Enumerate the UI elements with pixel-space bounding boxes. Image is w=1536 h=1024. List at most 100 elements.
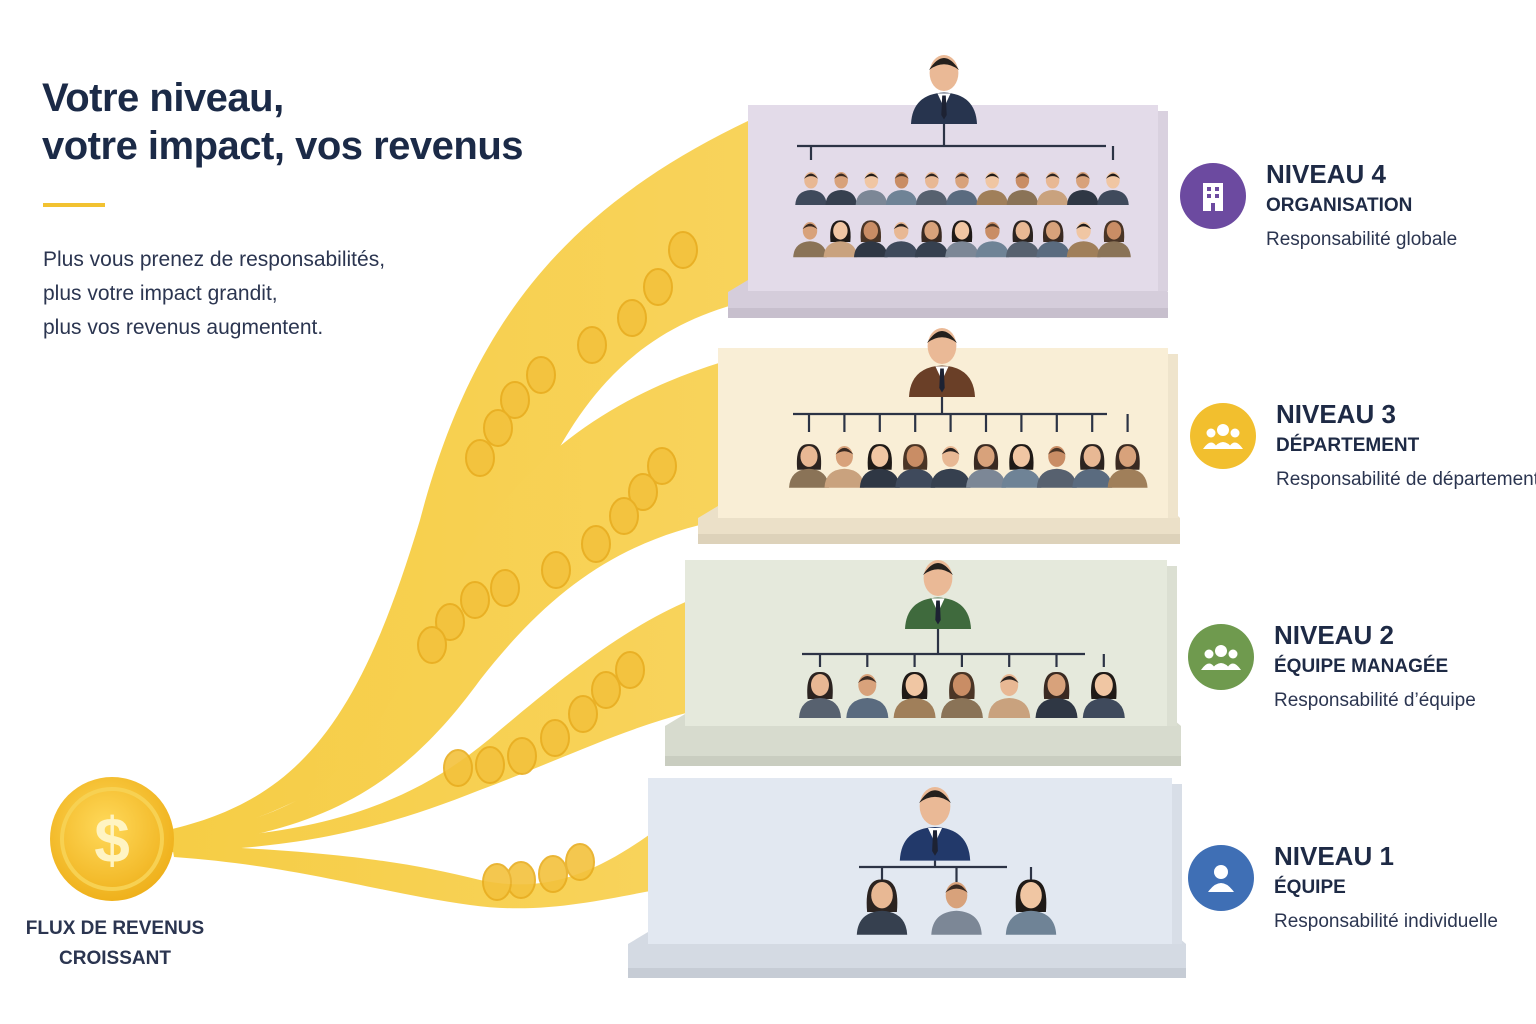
team-member-avatar (1097, 220, 1131, 258)
team-member-avatar (1005, 879, 1057, 935)
coin-caption: FLUX DE REVENUS CROISSANT (20, 914, 210, 974)
revenue-flows (168, 120, 752, 909)
revenue-coin: $ (50, 777, 174, 901)
building-icon (1203, 183, 1223, 211)
team-member-avatar (846, 674, 889, 718)
team-member-avatar (825, 172, 857, 205)
platform-base-front (665, 756, 1181, 766)
manager-avatar (905, 560, 971, 629)
flow-to-niveau-1 (172, 830, 656, 909)
team-icon (1201, 645, 1241, 670)
team-member-avatar (1097, 172, 1129, 205)
platform-base-front (698, 534, 1180, 544)
team-member-avatar (856, 879, 908, 935)
intro-line-2: plus votre impact grandit, (43, 282, 278, 305)
team-member-avatar (1036, 220, 1070, 258)
level-2-badge (1188, 624, 1254, 690)
title-accent-bar (43, 203, 105, 207)
title-line-2: votre impact, vos revenus (42, 124, 524, 168)
level-1-subtitle: ÉQUIPE (1274, 877, 1346, 898)
team-member-avatar (940, 671, 983, 718)
manager-avatar (899, 787, 971, 861)
platform-niveau-1 (628, 778, 1186, 978)
team-member-avatar (1082, 671, 1125, 718)
team-member-avatar (885, 172, 918, 205)
level-4-description: Responsabilité globale (1266, 229, 1458, 250)
level-1-description: Responsabilité individuelle (1274, 911, 1498, 932)
org-lines (793, 397, 1129, 432)
platform-base-front (628, 968, 1186, 978)
group-icon (1203, 424, 1243, 449)
flow-to-niveau-4 (168, 120, 752, 842)
platform-panel-side (1172, 784, 1182, 944)
platform-panel-side (1168, 354, 1178, 518)
team-member-avatar (1035, 671, 1078, 718)
level-1-badge (1188, 845, 1254, 911)
level-4-badge (1180, 163, 1246, 229)
platform-niveau-4 (728, 55, 1168, 318)
level-3-subtitle: DÉPARTEMENT (1276, 435, 1420, 456)
team-member-avatar (966, 444, 1006, 488)
page-title: Votre niveau, votre impact, vos revenus (42, 74, 602, 170)
team-member-avatar (1067, 172, 1099, 205)
coin-caption-line-2: CROISSANT (59, 948, 171, 969)
team-member-avatar (945, 220, 979, 258)
team-member-avatar (1107, 444, 1148, 488)
level-4-subtitle: ORGANISATION (1266, 195, 1413, 216)
team-member-avatar (930, 446, 971, 488)
platform-niveau-2 (665, 560, 1181, 766)
platform-panel-side (1167, 566, 1177, 726)
intro-line-1: Plus vous prenez de responsabilités, (43, 248, 386, 271)
level-3-badge (1190, 403, 1256, 469)
org-lines (859, 860, 1033, 882)
team-member-avatar (895, 444, 936, 488)
platform-base (665, 714, 1181, 766)
team-member-avatar (893, 671, 936, 718)
team-member-avatar (946, 172, 978, 205)
team-member-avatar (855, 172, 888, 205)
level-3-title: NIVEAU 3 (1276, 399, 1396, 429)
level-2-title: NIVEAU 2 (1274, 620, 1394, 650)
team-member-avatar (824, 446, 865, 488)
team-member-avatar (976, 172, 1008, 205)
manager-avatar (909, 328, 975, 397)
level-4-title: NIVEAU 4 (1266, 159, 1386, 189)
platform-niveau-3 (698, 328, 1180, 544)
team-member-avatar (931, 882, 982, 935)
user-icon (1208, 865, 1234, 892)
team-member-avatar (854, 220, 888, 258)
team-member-avatar (884, 222, 918, 258)
team-member-avatar (1006, 220, 1040, 258)
org-lines (802, 629, 1105, 667)
dollar-icon: $ (94, 804, 130, 876)
level-2-subtitle: ÉQUIPE MANAGÉE (1274, 656, 1449, 677)
flow-coins (417, 231, 698, 901)
level-2-description: Responsabilité d’équipe (1274, 690, 1476, 711)
platform-panel (648, 778, 1172, 944)
org-lines (797, 124, 1115, 160)
team-member-avatar (795, 172, 827, 205)
team-member-avatar (799, 671, 841, 718)
team-member-avatar (789, 444, 829, 488)
title-line-1: Votre niveau, (42, 76, 284, 120)
level-platforms (628, 55, 1186, 978)
team-member-avatar (1036, 446, 1077, 488)
team-member-avatar (914, 220, 949, 258)
team-member-avatar (916, 172, 948, 205)
team-member-avatar (1001, 444, 1042, 488)
intro-text: Plus vous prenez de responsabilités, plu… (43, 243, 385, 345)
team-member-avatar (1036, 172, 1069, 205)
level-3-description: Responsabilité de département (1276, 469, 1536, 490)
manager-avatar (911, 55, 977, 124)
team-member-avatar (988, 674, 1031, 718)
team-member-avatar (793, 222, 827, 258)
team-member-avatar (1006, 172, 1039, 205)
team-member-avatar (823, 220, 858, 258)
intro-line-3: plus vos revenus augmentent. (43, 316, 324, 339)
platform-base-front (728, 308, 1168, 318)
team-member-avatar (859, 444, 900, 488)
platform-panel-side (1158, 111, 1168, 291)
team-member-avatar (1072, 444, 1113, 488)
team-member-avatar (975, 222, 1010, 258)
